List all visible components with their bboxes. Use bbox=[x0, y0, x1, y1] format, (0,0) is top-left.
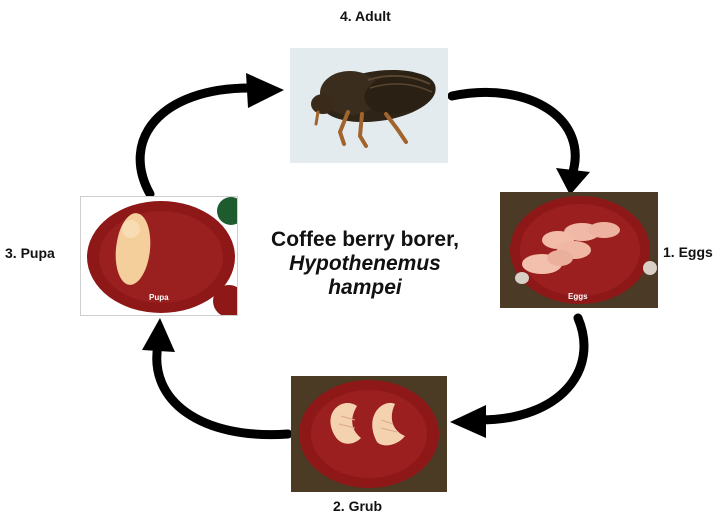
pupa-caption: Pupa bbox=[149, 293, 169, 302]
adult-beetle-photo bbox=[290, 48, 448, 163]
title-species: hampei bbox=[250, 276, 480, 300]
arrow-eggs-to-grub bbox=[480, 318, 584, 420]
arrow-adult-to-eggs bbox=[452, 92, 575, 175]
grub-photo bbox=[291, 376, 447, 492]
pupa-photo: Pupa bbox=[80, 196, 238, 316]
stage-label-pupa: 3. Pupa bbox=[5, 245, 55, 261]
eggs-caption: Eggs bbox=[568, 292, 588, 301]
eggs-photo: Eggs bbox=[500, 192, 658, 308]
stage-label-adult: 4. Adult bbox=[340, 8, 391, 24]
diagram-title: Coffee berry borer, Hypothenemus hampei bbox=[250, 228, 480, 300]
title-genus: Hypothenemus bbox=[250, 252, 480, 276]
arrow-grub-to-pupa bbox=[157, 345, 288, 435]
stage-label-eggs: 1. Eggs bbox=[663, 244, 713, 260]
title-common-name: Coffee berry borer, bbox=[271, 228, 459, 251]
stage-label-grub: 2. Grub bbox=[333, 498, 382, 514]
arrow-pupa-to-adult bbox=[140, 88, 250, 194]
